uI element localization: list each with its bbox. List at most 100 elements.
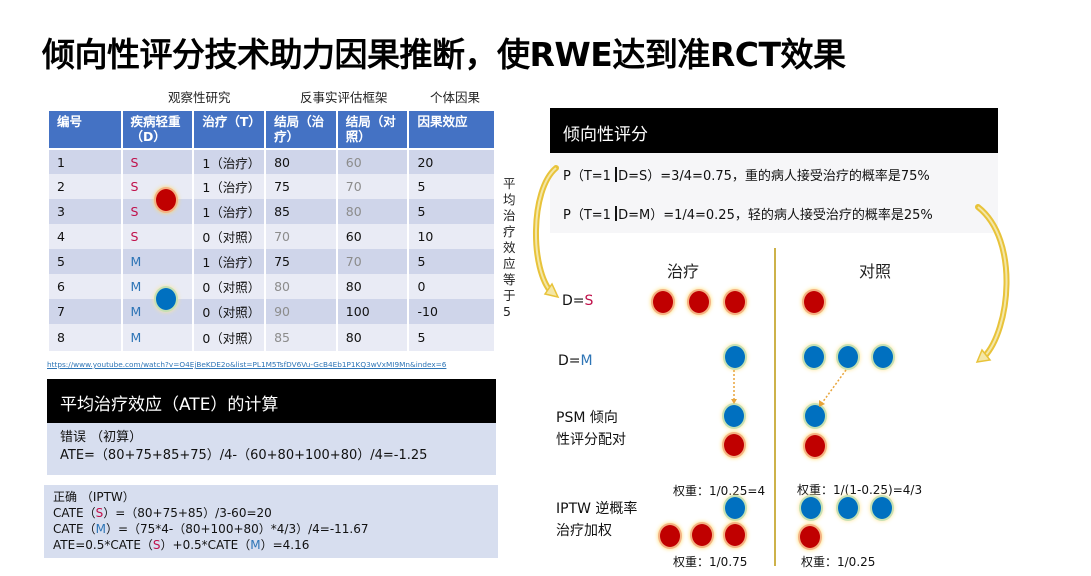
ate-wrong-panel: 错误 （初算） ATE=（80+75+85+75）/4-（60+80+100+8…: [47, 423, 496, 475]
formula-text: ）=4.16: [260, 538, 310, 552]
weight-ctrl-severe: 权重：1/0.25: [801, 555, 876, 569]
formula-text: CATE（: [53, 522, 96, 536]
table-row: 3 S 1（治疗） 85 80 5: [47, 199, 496, 224]
cell-id: 6: [47, 274, 123, 299]
severe-treat-dot-icon: [653, 291, 673, 313]
col-header-effect: 因果效应: [407, 109, 496, 150]
table-row: 7 M 0（对照） 90 100 -10: [47, 299, 496, 324]
severe-treat-dot-icon: [725, 291, 745, 313]
label-text: 治疗加权: [556, 523, 612, 539]
mild-treat-dot-icon: [725, 346, 745, 368]
cell-treatment: 0（对照）: [192, 324, 267, 351]
table-row: 4 S 0（对照） 70 60 10: [47, 224, 496, 249]
table-header-row: 编号 疾病轻重（D） 治疗（T） 结局（治疗） 结局（对照） 因果效应: [47, 109, 496, 150]
ate-wrong-label: 错误 （初算）: [60, 430, 143, 445]
ate-correct-label: 正确 （IPTW）: [53, 490, 135, 504]
conditional-bar: [615, 206, 618, 221]
label-observational: 观察性研究: [168, 90, 231, 105]
ate-section-header: 平均治疗效应（ATE）的计算: [47, 379, 496, 423]
weight-ctrl-mild: 权重：1/(1-0.25)=4/3: [797, 483, 923, 497]
col-header-severity: 疾病轻重（D）: [120, 109, 195, 150]
propensity-line-mild: P（T=1 D=M）=1/4=0.25，轻的病人接受治疗的概率是25%: [563, 204, 933, 223]
column-title-treatment: 治疗: [667, 262, 700, 281]
col-header-outcome-ctrl: 结局（对照）: [335, 109, 410, 150]
cell-severity: M: [120, 299, 195, 324]
table-row: 6 M 0（对照） 80 80 0: [47, 274, 496, 299]
iptw-treat-severe-dot-icon: [725, 524, 745, 546]
label-text: D=: [562, 293, 585, 309]
cell-outcome-ctrl: 70: [335, 249, 410, 274]
ate-iptw-formula: ATE=0.5*CATE（S）+0.5*CATE（M）=4.16: [53, 537, 489, 553]
cell-outcome-treat: 85: [264, 199, 338, 224]
cell-treatment: 0（对照）: [192, 274, 267, 299]
cell-outcome-treat: 70: [264, 224, 338, 249]
cell-outcome-treat: 75: [264, 249, 338, 274]
formula-text: D=S）=3/4=0.75，重的病人接受治疗的概率是75%: [618, 169, 930, 184]
mild-ctrl-dot-icon: [873, 346, 893, 368]
match-arrow-ctrl-icon: [819, 369, 847, 407]
cell-id: 4: [47, 224, 123, 249]
formula-text: ）=（75*4-（80+100+80）*4/3）/4=-11.67: [105, 522, 369, 536]
col-header-treatment: 治疗（T）: [192, 109, 267, 150]
cell-effect: 20: [407, 149, 496, 174]
label-counterfactual: 反事实评估框架: [300, 90, 388, 105]
ate-correct-panel: 正确 （IPTW） CATE（S）=（80+75+85）/3-60=20 CAT…: [44, 485, 498, 558]
row-label-severe: D=S: [562, 290, 593, 312]
conditional-bar: [615, 167, 618, 182]
iptw-ctrl-severe-dot-icon: [800, 526, 820, 548]
cell-treatment: 1（治疗）: [192, 199, 267, 224]
col-header-id: 编号: [47, 109, 123, 150]
cell-treatment: 1（治疗）: [192, 174, 267, 199]
severity-s: S: [95, 506, 104, 520]
cell-severity: S: [120, 149, 195, 174]
cell-effect: 5: [407, 324, 496, 351]
table-row: 2 S 1（治疗） 75 70 5: [47, 174, 496, 199]
cell-treatment: 0（对照）: [192, 299, 267, 324]
table-row: 8 M 0（对照） 85 80 5: [47, 324, 496, 351]
cell-outcome-ctrl: 100: [335, 299, 410, 324]
cell-treatment: 1（治疗）: [192, 249, 267, 274]
weight-treat-mild: 权重：1/0.25=4: [673, 484, 766, 498]
label-text: PSM 倾向: [556, 410, 618, 426]
severity-m: M: [250, 538, 261, 552]
cell-id: 1: [47, 149, 123, 174]
iptw-ctrl-mild-dot-icon: [801, 497, 821, 519]
cell-id: 7: [47, 299, 123, 324]
cell-id: 3: [47, 199, 123, 224]
label-text: D=: [558, 353, 581, 369]
propensity-score-panel: P（T=1 D=S）=3/4=0.75，重的病人接受治疗的概率是75% P（T=…: [550, 153, 998, 233]
cell-outcome-ctrl: 60: [335, 224, 410, 249]
psm-ctrl-severe-dot-icon: [805, 435, 825, 457]
severity-m: M: [95, 522, 106, 536]
iptw-ctrl-mild-dot-icon: [838, 497, 858, 519]
cell-severity: S: [120, 199, 195, 224]
severe-patient-dot-icon: [156, 189, 176, 211]
cell-id: 2: [47, 174, 123, 199]
iptw-treat-severe-dot-icon: [660, 525, 680, 547]
table-row: 1 S 1（治疗） 80 60 20: [47, 149, 496, 174]
cell-outcome-ctrl: 60: [335, 149, 410, 174]
iptw-ctrl-mild-dot-icon: [872, 497, 892, 519]
source-link[interactable]: https://www.youtube.com/watch?v=O4EjBeKD…: [47, 360, 447, 369]
iptw-label: IPTW 逆概率治疗加权: [556, 498, 637, 542]
slide-title: 倾向性评分技术助力因果推断，使RWE达到准RCT效果: [42, 35, 846, 74]
formula-text: D=M）=1/4=0.25，轻的病人接受治疗的概率是25%: [618, 208, 933, 223]
cell-outcome-treat: 75: [264, 174, 338, 199]
cell-outcome-treat: 80: [264, 149, 338, 174]
iptw-treat-mild-dot-icon: [725, 497, 745, 519]
cell-effect: 5: [407, 199, 496, 224]
formula-text: ）=（80+75+85）/3-60=20: [103, 506, 272, 520]
cell-severity: M: [120, 324, 195, 351]
cell-outcome-ctrl: 70: [335, 174, 410, 199]
severity-s: S: [152, 538, 161, 552]
mild-patient-dot-icon: [156, 288, 176, 310]
formula-text: ）+0.5*CATE（: [160, 538, 251, 552]
psm-treat-mild-dot-icon: [724, 405, 744, 427]
col-header-outcome-treat: 结局（治疗）: [264, 109, 338, 150]
label-text: 性评分配对: [556, 432, 626, 448]
row-label-mild: D=M: [558, 350, 593, 372]
cell-severity: M: [120, 274, 195, 299]
propensity-score-header: 倾向性评分: [550, 108, 998, 153]
label-text: IPTW 逆概率: [556, 501, 638, 517]
cell-effect: -10: [407, 299, 496, 324]
